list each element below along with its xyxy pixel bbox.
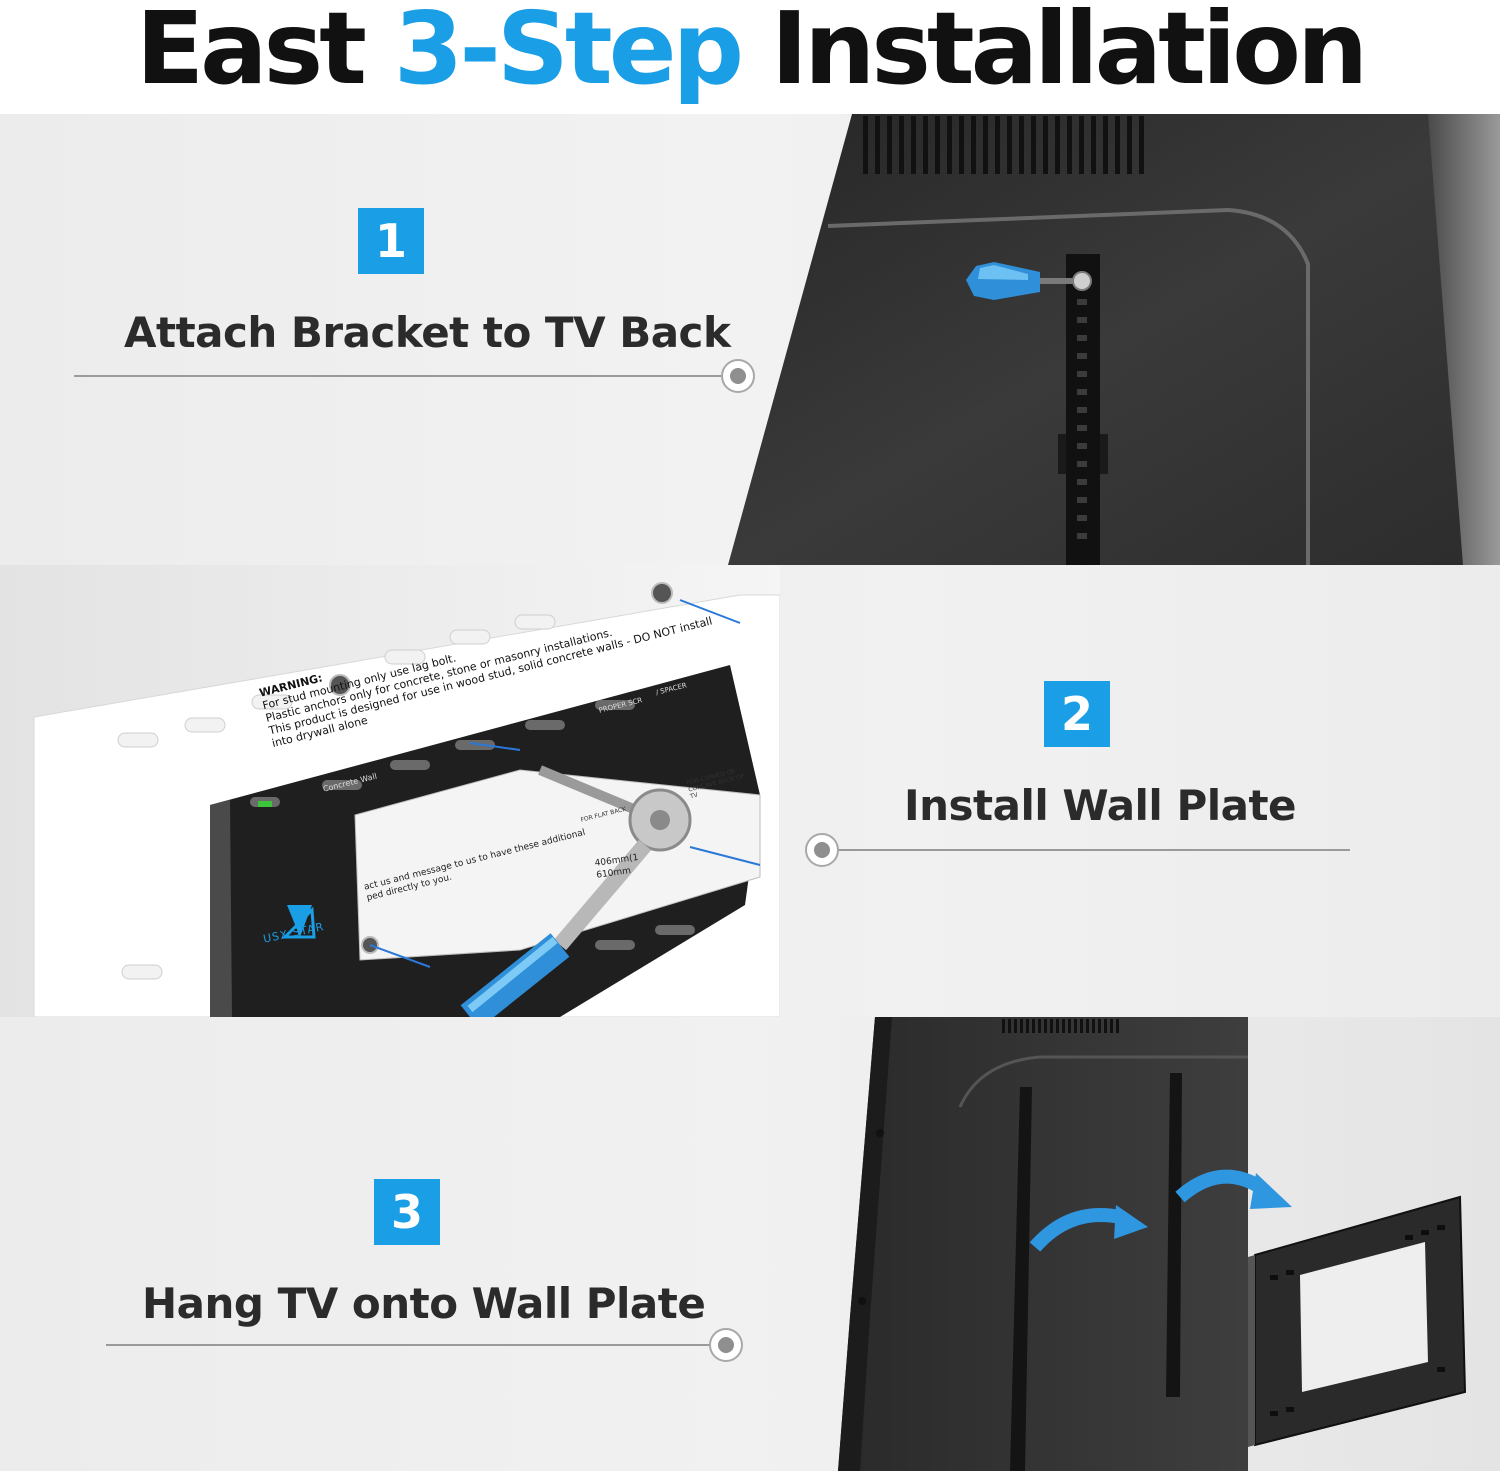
title-accent: 3-Step xyxy=(393,0,744,107)
step-1-indicator-icon xyxy=(721,359,755,393)
title-part-1: East xyxy=(135,0,394,107)
step-3-indicator-icon xyxy=(709,1328,743,1362)
tv-back-bracket-illustration xyxy=(728,114,1500,565)
step-1-badge: 1 xyxy=(358,208,424,274)
step-3-divider xyxy=(106,1344,716,1346)
page-title: East 3-Step Installation xyxy=(0,0,1500,106)
hang-tv-illustration xyxy=(838,1017,1467,1471)
step-2-indicator-icon xyxy=(805,833,839,867)
wall-plate-install-illustration xyxy=(0,565,780,1017)
page-header: East 3-Step Installation xyxy=(0,0,1500,114)
step-2-divider xyxy=(838,849,1350,851)
step-1-divider xyxy=(74,375,724,377)
step-2-title: Install Wall Plate xyxy=(904,781,1297,830)
step-2-section: WARNING: For stud mounting only use lag … xyxy=(0,565,1500,1017)
step-3-section: 3 Hang TV onto Wall Plate xyxy=(0,1017,1500,1471)
step-1-section: 1 Attach Bracket to TV Back xyxy=(0,114,1500,565)
title-part-2: Installation xyxy=(740,0,1368,107)
step-2-badge: 2 xyxy=(1044,681,1110,747)
step-3-title: Hang TV onto Wall Plate xyxy=(142,1279,706,1328)
step-1-title: Attach Bracket to TV Back xyxy=(124,308,731,357)
step-3-badge: 3 xyxy=(374,1179,440,1245)
